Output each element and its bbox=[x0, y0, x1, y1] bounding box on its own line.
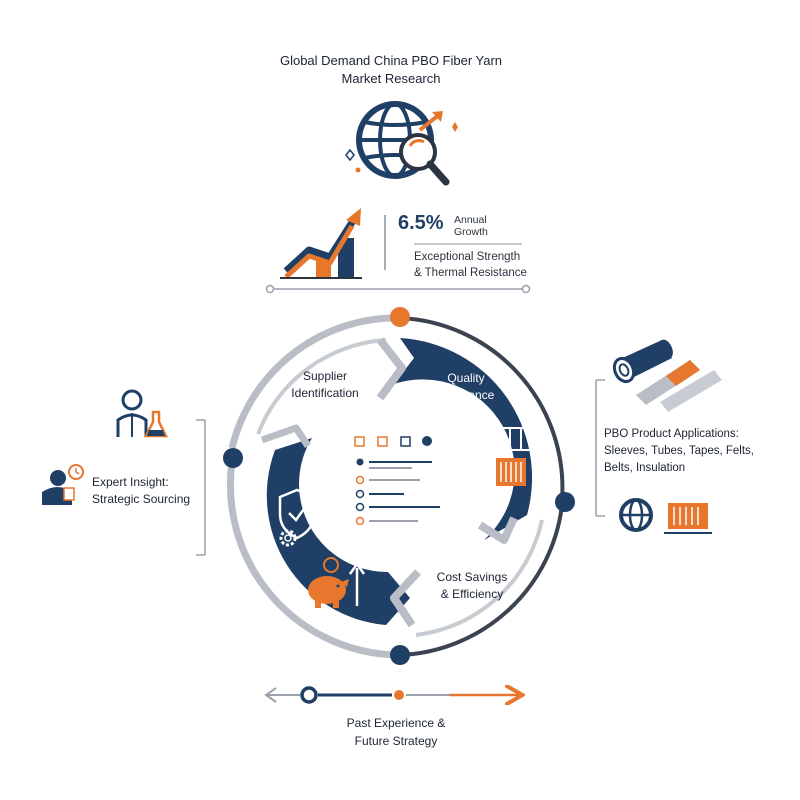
piggy-bank-icon bbox=[308, 557, 366, 608]
right-bracket bbox=[595, 379, 605, 517]
applications-label: PBO Product Applications: Sleeves, Tubes… bbox=[604, 426, 754, 477]
expert-clock-icon bbox=[42, 464, 84, 505]
node-bottom bbox=[390, 645, 410, 665]
growth-label-line2: Growth bbox=[454, 226, 488, 238]
timeline-line2: Future Strategy bbox=[354, 734, 438, 748]
quality-assurance-label: Quality Assurance bbox=[438, 370, 495, 404]
timeline-label: Past Experience & Future Strategy bbox=[347, 714, 446, 750]
page-title-line1: Global Demand China PBO Fiber Yarn bbox=[279, 53, 503, 68]
cycle-ring bbox=[226, 314, 565, 659]
shield-check-icon bbox=[278, 488, 316, 540]
growth-percent: 6.5% bbox=[398, 212, 444, 234]
applications-line1: PBO Product Applications: bbox=[604, 428, 739, 440]
growth-chart-icon bbox=[280, 208, 362, 279]
cost-line2: & Efficiency bbox=[440, 587, 504, 601]
supplier-identification-label: Supplier Identification bbox=[291, 368, 358, 402]
top-separator bbox=[265, 284, 531, 294]
timeline-line1: Past Experience & bbox=[346, 716, 446, 730]
quality-line1: Quality bbox=[447, 371, 485, 385]
cost-savings-label: Cost Savings & Efficiency bbox=[437, 569, 508, 603]
expert-line2: Strategic Sourcing bbox=[92, 492, 191, 506]
cycle-arrows bbox=[260, 337, 518, 628]
factory-icon bbox=[487, 427, 533, 486]
gear-icon bbox=[279, 514, 331, 547]
cost-savings-segment bbox=[266, 438, 410, 625]
growth-label: Annual Growth bbox=[454, 214, 488, 238]
supplier-line1: Supplier bbox=[302, 369, 348, 383]
timeline-bar bbox=[264, 688, 520, 702]
applications-line2: Sleeves, Tubes, Tapes, Felts, bbox=[604, 445, 755, 457]
expert-insight-label: Expert Insight: Strategic Sourcing bbox=[92, 474, 190, 508]
growth-desc-line1: Exceptional Strength bbox=[414, 251, 521, 263]
quality-line2: Assurance bbox=[437, 388, 495, 402]
page-title-line2: Market Research bbox=[341, 71, 441, 86]
globe-icon bbox=[619, 498, 653, 532]
node-left bbox=[223, 448, 243, 468]
cost-line1: Cost Savings bbox=[436, 570, 508, 584]
growth-description: Exceptional Strength & Thermal Resistanc… bbox=[414, 249, 527, 281]
container-icon bbox=[664, 503, 712, 534]
node-top bbox=[390, 307, 410, 327]
growth-desc-line2: & Thermal Resistance bbox=[414, 267, 527, 279]
left-bracket bbox=[196, 419, 206, 556]
fiber-roll-icon bbox=[612, 339, 673, 384]
growth-label-line1: Annual bbox=[454, 214, 487, 226]
applications-line3: Belts, Insulation bbox=[604, 462, 686, 474]
checklist-icon bbox=[354, 436, 440, 526]
supplier-line2: Identification bbox=[291, 386, 359, 400]
scientist-icon bbox=[116, 389, 169, 438]
tape-icon bbox=[636, 360, 722, 412]
node-right bbox=[555, 492, 575, 512]
quality-assurance-segment bbox=[394, 338, 533, 540]
page-title: Global Demand China PBO Fiber Yarn Marke… bbox=[280, 52, 502, 88]
expert-line1: Expert Insight: bbox=[92, 475, 169, 489]
globe-search-icon bbox=[345, 101, 458, 186]
